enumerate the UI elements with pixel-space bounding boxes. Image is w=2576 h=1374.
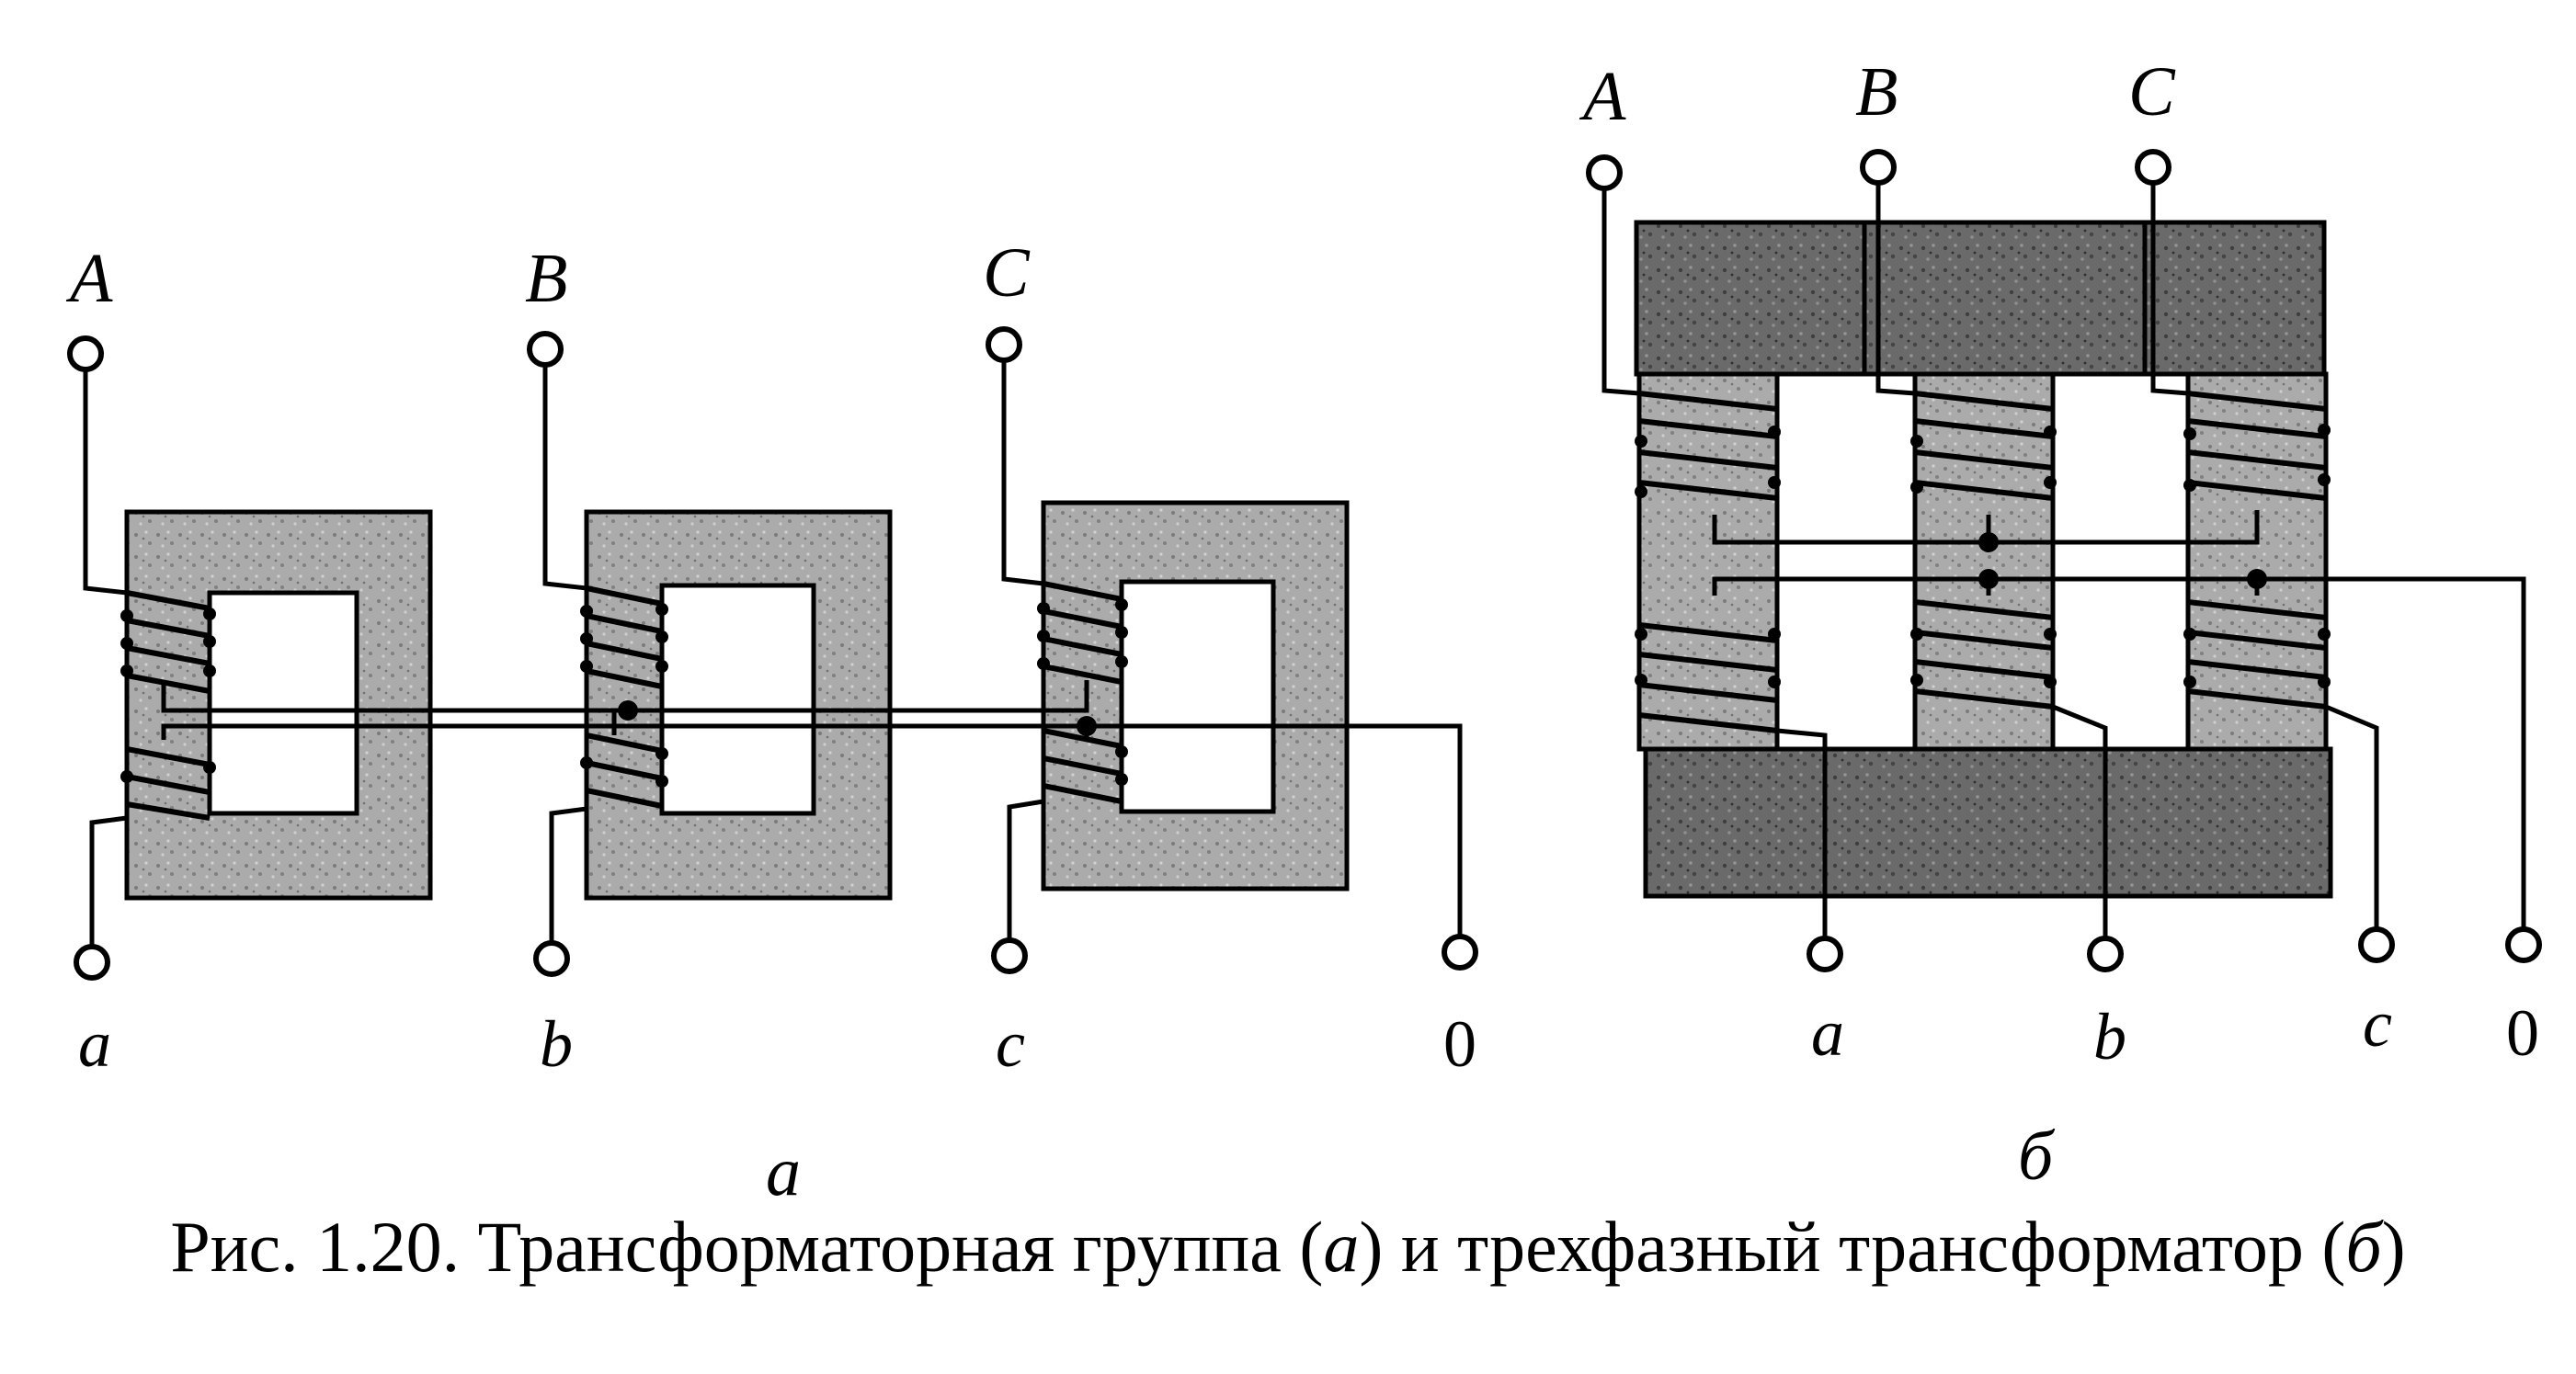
- core-a: [124, 509, 433, 901]
- caption-ref-a: а: [1323, 1207, 1360, 1287]
- terminal-b-A: [1586, 154, 1623, 191]
- label-b-A: A: [1579, 58, 1626, 135]
- terminal-a-b: [533, 940, 570, 977]
- terminal-a-A: [67, 335, 104, 372]
- label-b-C: C: [2128, 53, 2176, 131]
- label-a-B: B: [525, 240, 567, 317]
- terminal-b-0: [2505, 926, 2542, 963]
- label-a-A: A: [65, 240, 113, 317]
- windings-b: [1635, 391, 2331, 733]
- upper-yoke: [1634, 220, 2327, 377]
- terminal-a-0: [1442, 934, 1478, 971]
- label-b-B: B: [1855, 53, 1898, 131]
- label-a-c: c: [996, 1007, 1025, 1081]
- label-a-a: a: [78, 1007, 111, 1081]
- label-b-c: c: [2363, 987, 2392, 1061]
- terminal-a-a: [74, 944, 110, 981]
- terminals-a: [67, 326, 1478, 981]
- coil-group-a: [120, 590, 216, 821]
- terminals-b: [1586, 149, 2542, 972]
- core-c: [1041, 500, 1350, 891]
- core-b: [584, 509, 893, 901]
- caption-suffix: ): [2381, 1207, 2406, 1287]
- terminal-b-C: [2135, 149, 2171, 186]
- coil-group-b: [580, 585, 668, 809]
- terminal-b-B: [1860, 149, 1897, 186]
- terminal-b-a: [1807, 936, 1843, 972]
- coil-group-c: [1037, 581, 1128, 804]
- terminal-a-c: [991, 937, 1028, 974]
- label-a-neutral: 0: [1443, 1007, 1476, 1081]
- figure-caption: Рис. 1.20. Трансформаторная группа (а) и…: [0, 1206, 2576, 1289]
- label-b-neutral: 0: [2506, 996, 2539, 1070]
- terminal-a-C: [986, 326, 1022, 363]
- wiring-b: [1601, 176, 2526, 947]
- sublabel-b: б: [2018, 1118, 2056, 1195]
- part-b-three-phase-transformer: A B C a b c 0 б: [1579, 53, 2542, 1195]
- label-b-b: b: [2093, 1000, 2126, 1073]
- sublabel-a: а: [766, 1133, 801, 1210]
- terminal-b-c: [2358, 926, 2395, 963]
- lower-yoke: [1643, 746, 2333, 899]
- wiring-a: [83, 351, 1463, 956]
- label-a-b: b: [540, 1007, 573, 1081]
- caption-ref-b: б: [2345, 1207, 2382, 1287]
- terminal-a-B: [527, 331, 564, 368]
- caption-middle: ) и трехфазный трансформатор (: [1359, 1207, 2346, 1287]
- caption-prefix: Рис. 1.20. Трансформаторная группа (: [170, 1207, 1324, 1287]
- label-b-a: a: [1811, 996, 1844, 1070]
- part-a-transformer-group: A B C a b c 0 а: [65, 234, 1478, 1210]
- label-a-C: C: [983, 234, 1031, 312]
- terminal-b-b: [2087, 936, 2124, 972]
